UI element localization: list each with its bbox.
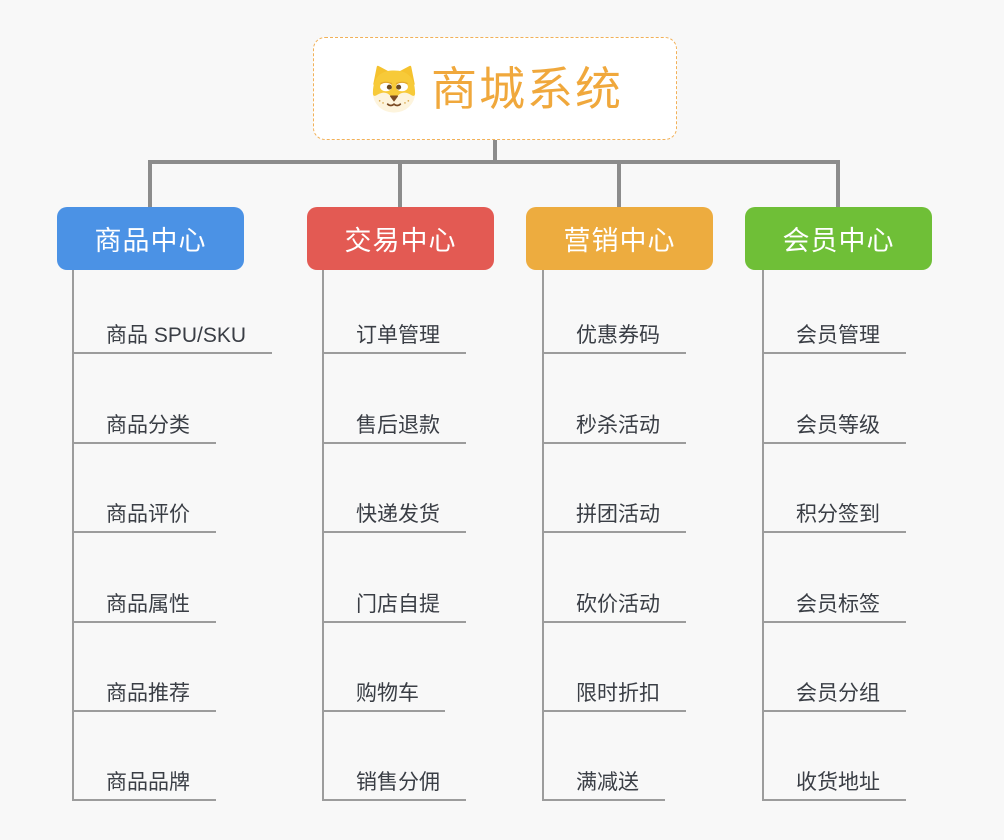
branch-node-trade-center[interactable]: 交易中心: [307, 207, 494, 270]
root-title: 商城系统: [431, 62, 623, 115]
connector-horizontal-rail: [148, 160, 840, 164]
mindmap-item[interactable]: 会员分组: [762, 674, 906, 712]
root-node[interactable]: 商城系统: [313, 37, 677, 140]
mindmap-item[interactable]: 会员标签: [762, 585, 906, 623]
mindmap-item[interactable]: 商品推荐: [72, 674, 216, 712]
mindmap-item[interactable]: 会员等级: [762, 406, 906, 444]
mindmap-item[interactable]: 订单管理: [322, 316, 466, 354]
branch-node-member-center[interactable]: 会员中心: [745, 207, 932, 270]
connector-drop-member: [836, 160, 840, 207]
mindmap-item[interactable]: 满减送: [542, 763, 665, 801]
mindmap-item[interactable]: 收货地址: [762, 763, 906, 801]
connector-drop-product: [148, 160, 152, 207]
column-line-trade: [322, 270, 324, 801]
mindmap-item[interactable]: 售后退款: [322, 406, 466, 444]
branch-node-product-center[interactable]: 商品中心: [57, 207, 244, 270]
mindmap-item[interactable]: 销售分佣: [322, 763, 466, 801]
mindmap-item[interactable]: 优惠券码: [542, 316, 686, 354]
connector-drop-marketing: [617, 160, 621, 207]
column-line-marketing: [542, 270, 544, 801]
mindmap-item[interactable]: 积分签到: [762, 495, 906, 533]
mindmap-item[interactable]: 快递发货: [322, 495, 466, 533]
mindmap-item[interactable]: 门店自提: [322, 585, 466, 623]
mindmap-item[interactable]: 商品品牌: [72, 763, 216, 801]
branch-label: 会员中心: [782, 226, 895, 256]
mindmap-item[interactable]: 拼团活动: [542, 495, 686, 533]
connector-drop-trade: [398, 160, 402, 207]
branch-label: 营销中心: [563, 226, 676, 256]
connector-root-riser: [493, 140, 497, 164]
mindmap-item[interactable]: 砍价活动: [542, 585, 686, 623]
branch-label: 交易中心: [344, 226, 457, 256]
branch-label: 商品中心: [94, 226, 207, 256]
branch-node-marketing-center[interactable]: 营销中心: [526, 207, 713, 270]
mindmap-item[interactable]: 商品 SPU/SKU: [72, 316, 273, 354]
column-line-product: [72, 270, 74, 801]
mindmap-item[interactable]: 购物车: [322, 674, 445, 712]
mindmap-item[interactable]: 秒杀活动: [542, 406, 686, 444]
dog-face-icon: [372, 65, 416, 113]
mindmap-item[interactable]: 限时折扣: [542, 674, 686, 712]
column-line-member: [762, 270, 764, 801]
mindmap-item[interactable]: 商品分类: [72, 406, 216, 444]
mindmap-item[interactable]: 商品评价: [72, 495, 216, 533]
mindmap-item[interactable]: 商品属性: [72, 585, 216, 623]
mindmap-item[interactable]: 会员管理: [762, 316, 906, 354]
